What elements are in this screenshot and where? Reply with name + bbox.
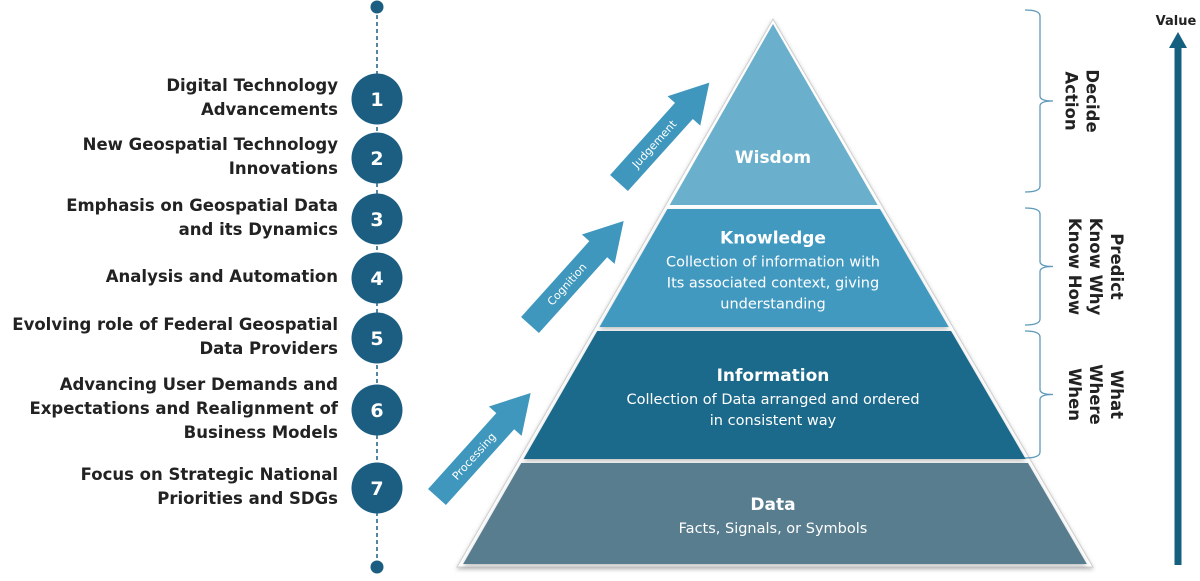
arrow-shape [521,220,624,334]
timeline-item-label-line: Business Models [183,423,338,442]
bracket-label-line: Where [1086,364,1105,424]
arrow-shape [610,82,710,192]
timeline-item: 5 [351,312,403,364]
timeline-item-label: Analysis and Automation [106,265,338,289]
timeline-item-label-line: Expectations and Realignment of [29,399,338,418]
timeline-item-label: Emphasis on Geospatial Data and its Dynam… [66,194,338,242]
bracket-label-line: What [1107,370,1126,419]
bracket-label-line: Predict [1107,233,1126,300]
timeline: 1 2 3 4 5 6 7 [351,0,403,574]
layer-description-line: in consistent way [710,413,837,429]
timeline-item-label-line: Priorities and SDGs [157,489,338,508]
timeline-item: 1 [351,73,403,125]
bracket-label-line: Know How [1065,218,1084,315]
step-number: 5 [370,328,383,350]
timeline-item: 4 [351,252,403,304]
step-number-circle [351,462,403,514]
pyramid-layer-wisdom: Wisdom [669,24,878,205]
timeline-item-label-line: Digital Technology [166,76,338,95]
curly-bracket [1024,330,1054,459]
curly-bracket [1024,207,1054,326]
timeline-item-label-line: Advancing User Demands and [59,375,338,394]
layer-description-line: Collection of Data arranged and ordered [626,392,919,408]
bracket-label-line: When [1065,368,1084,421]
value-axis-label: Value [1156,14,1197,29]
timeline-item: 7 [351,462,403,514]
layer-title: Information [717,366,830,386]
value-arrow-head-icon [1169,32,1187,48]
timeline-item-label-line: Evolving role of Federal Geospatial [12,315,338,334]
timeline-item: 6 [351,384,403,436]
step-number-circle [351,252,403,304]
curly-bracket [1024,9,1054,193]
layer-description-line: understanding [720,297,825,313]
bracket-label-line: Action [1062,71,1081,130]
layer-shape [599,209,949,327]
arrow-label: Judgement [629,117,680,171]
timeline-item-label-line: New Geospatial Technology [82,135,338,154]
timeline-item-label-line: Advancements [200,100,338,119]
step-number: 1 [370,89,383,111]
value-axis: Value [1156,14,1197,565]
step-number: 7 [370,478,383,500]
step-number: 3 [370,209,383,231]
timeline-item: 3 [351,193,403,245]
timeline-end-dot [370,560,384,574]
arrow-shape [428,392,531,506]
timeline-start-dot [370,0,384,14]
step-number-circle [351,132,403,184]
timeline-item-label-line: Analysis and Automation [105,267,338,286]
layer-description-line: Collection of information with [666,255,880,271]
layer-shape [523,331,1026,459]
timeline-item-label-line: Data Providers [199,339,338,358]
step-number: 4 [370,268,383,290]
step-number-circle [351,193,403,245]
bracket-label-line: Know Why [1086,218,1105,316]
layer-title: Wisdom [735,148,811,168]
timeline-item-label-line: and its Dynamics [178,220,338,239]
layer-description-line: Facts, Signals, or Symbols [679,521,868,537]
layer-shape [669,24,878,205]
value-arrow-shaft [1174,46,1182,565]
layer-shape [463,463,1087,564]
step-number-circle [351,73,403,125]
step-number: 6 [370,400,383,422]
timeline-item-label-line: Innovations [228,159,338,178]
layer-title: Knowledge [720,229,826,249]
bracket-label-line: Decide [1083,69,1102,132]
layer-title: Data [750,495,795,515]
step-number-circle [351,384,403,436]
step-number-circle [351,312,403,364]
layer-description-line: Its associated context, giving [667,276,879,292]
timeline-item-label-line: Focus on Strategic National [80,465,338,484]
timeline-item-label-line: Emphasis on Geospatial Data [66,196,338,215]
timeline-item: 2 [351,132,403,184]
step-number: 2 [370,148,383,170]
